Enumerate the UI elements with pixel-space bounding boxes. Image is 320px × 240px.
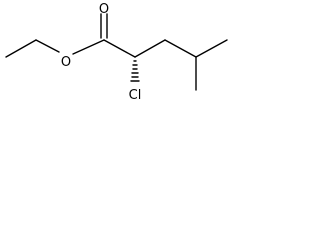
bond-ch2-ch bbox=[164, 39, 197, 58]
bond-ch-methyl-up bbox=[195, 39, 228, 58]
hashed-wedge-bond-cl bbox=[130, 60, 140, 82]
structural-formula: O O Cl bbox=[5, 2, 228, 103]
bond-ch3-ch2 bbox=[5, 39, 37, 58]
atom-oxygen-carbonyl: O bbox=[99, 2, 109, 17]
bond-alpha-ch2 bbox=[134, 39, 166, 58]
bond-ch2-o-ester bbox=[35, 39, 60, 53]
bond-carbonyl-alpha bbox=[103, 39, 136, 58]
atom-chlorine: Cl bbox=[129, 88, 142, 103]
atom-oxygen-ester: O bbox=[61, 55, 71, 70]
bond-o-ester-carbonyl bbox=[72, 39, 105, 55]
